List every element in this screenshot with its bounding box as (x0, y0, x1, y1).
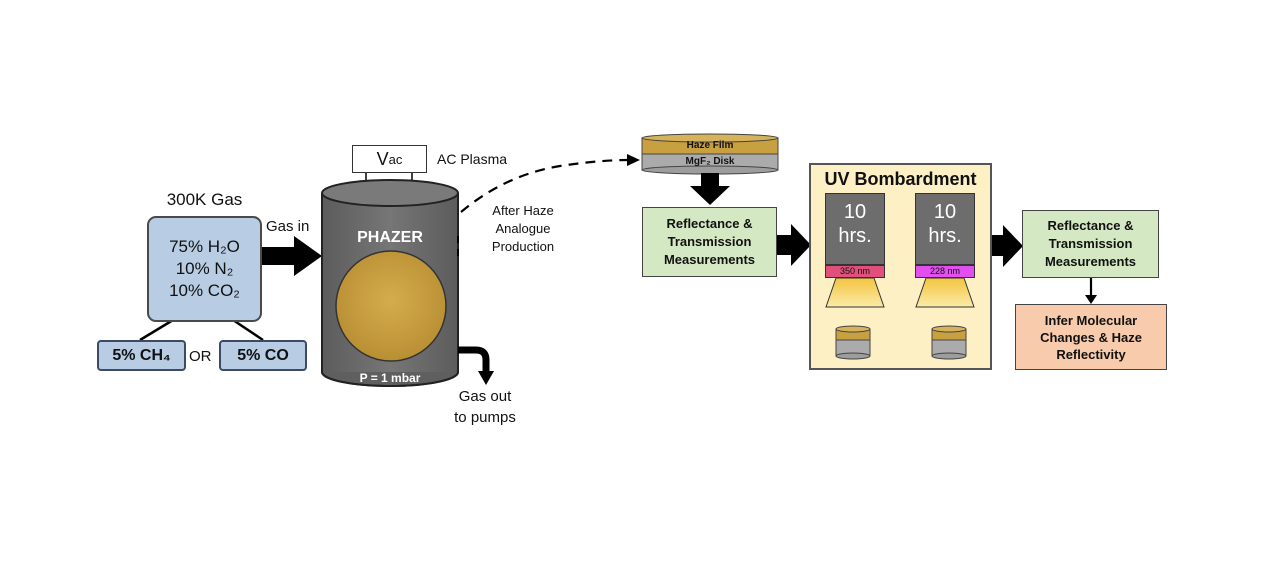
sample-disk (641, 133, 779, 175)
lamp1-unit: hrs. (838, 225, 872, 247)
measure2-line-2: Transmission (1048, 236, 1133, 251)
gas-out-line-1: Gas out (458, 388, 512, 405)
lamp1-band: 350 nm (825, 265, 885, 278)
measure2-line-3: Measurements (1044, 254, 1137, 269)
gas-title: 300K Gas (166, 190, 243, 209)
ch4-option-box: 5% CH₄ (97, 340, 186, 371)
down-arrow (690, 173, 730, 205)
phazer-reactor (321, 179, 459, 387)
or-label: OR (189, 348, 212, 365)
co-option-box: 5% CO (219, 340, 307, 371)
mgf2-disk-label: MgF₂ Disk (685, 156, 735, 167)
measure1-line-2: Transmission (667, 234, 752, 249)
after-haze-line-3: Production (491, 239, 555, 254)
measure1-line-3: Measurements (663, 252, 756, 267)
ac-plasma-label: AC Plasma (437, 151, 508, 167)
measurement-box-1: Reflectance & Transmission Measurements (642, 207, 777, 277)
gas-out-pipe (458, 346, 490, 372)
measure1-line-1: Reflectance & (666, 216, 753, 231)
co-label: 5% CO (237, 346, 289, 364)
pressure-label: P = 1 mbar (359, 371, 421, 385)
gas-line-co2: 10% CO₂ (169, 281, 240, 300)
infer-line-1: Infer Molecular (1044, 312, 1138, 328)
after-haze-line-2: Analogue (495, 221, 551, 236)
lamp1-wavelength: 350 nm (839, 266, 871, 276)
ch4-label: 5% CH₄ (112, 346, 171, 364)
measurement-box-2: Reflectance & Transmission Measurements (1022, 210, 1159, 278)
gas-out-label: Gas out to pumps (440, 386, 530, 428)
lamp2-hours: 10 (933, 201, 957, 223)
infer-line-3: Reflectivity (1056, 346, 1126, 362)
lamp1-hours: 10 (843, 201, 867, 223)
after-haze-line-1: After Haze (492, 203, 554, 218)
infer-box: Infer Molecular Changes & Haze Reflectiv… (1015, 304, 1167, 370)
gas-mixture-box: 75% H₂O 10% N₂ 10% CO₂ (147, 216, 262, 322)
arrow-to-uv (777, 224, 811, 266)
infer-line-2: Changes & Haze (1040, 329, 1142, 345)
arrow-to-measure2 (988, 225, 1023, 267)
haze-window (335, 250, 447, 362)
lamp2-unit: hrs. (928, 225, 962, 247)
phazer-title: PHAZER (357, 229, 423, 246)
vac-symbol: V (376, 148, 389, 169)
lamp2-band: 228 nm (915, 265, 975, 278)
measure2-line-1: Reflectance & (1047, 218, 1134, 233)
gas-out-line-2: to pumps (454, 409, 516, 426)
arrow-to-infer (1085, 278, 1097, 304)
vac-subscript: ac (388, 151, 403, 167)
transfer-dashed-arrow (460, 154, 640, 213)
haze-film-label: Haze Film (686, 140, 734, 151)
lamp2-wavelength: 228 nm (929, 266, 961, 276)
gas-line-n2: 10% N₂ (175, 259, 234, 278)
after-haze-label: After Haze Analogue Production (478, 202, 568, 256)
uv-lamp-1: 10 hrs. (825, 193, 885, 265)
gas-in-arrow (262, 236, 322, 276)
gas-line-h2o: 75% H₂O (169, 237, 240, 256)
uv-title: UV Bombardment (824, 169, 977, 189)
gas-in-label: Gas in (266, 218, 310, 235)
uv-lamp-2: 10 hrs. (915, 193, 975, 265)
